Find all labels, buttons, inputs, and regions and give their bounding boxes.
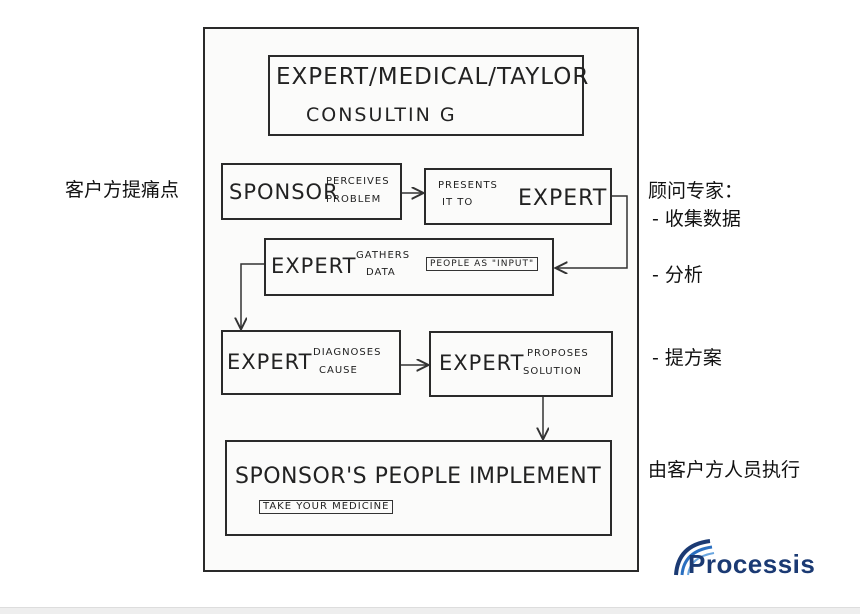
box-proposes-solution: EXPERT PROPOSES SOLUTION [429, 331, 613, 397]
take-your-medicine-note: TAKE YOUR MEDICINE [259, 500, 394, 514]
box-presents-expert: PRESENTS IT TO EXPERT [424, 168, 612, 225]
diagnoses-label: DIAGNOSES [313, 347, 382, 358]
processis-logo: Processis [670, 537, 830, 583]
logo-arc-icon [674, 539, 715, 576]
presents-label: PRESENTS [438, 180, 498, 191]
sponsor-label: SPONSOR [229, 180, 339, 204]
perceives-label: PERCEIVES [326, 176, 390, 187]
people-as-input-note: PEOPLE AS "INPUT" [426, 257, 539, 271]
annotation-analyze: - 分析 [652, 264, 703, 286]
box-gathers-data: EXPERT GATHERS DATA PEOPLE AS "INPUT" [264, 238, 554, 296]
arrow-presents-to-gathers [557, 195, 628, 268]
annotation-client-pain-point: 客户方提痛点 [65, 179, 180, 201]
proposes-label: PROPOSES [527, 348, 589, 359]
logo-text: Processis [688, 549, 816, 579]
expert-label-3: EXPERT [227, 350, 313, 374]
it-to-label: IT TO [442, 197, 474, 208]
box-sponsor-perceives: SPONSOR PERCEIVES PROBLEM [221, 163, 402, 220]
arrow-gathers-to-diagnoses [241, 263, 264, 328]
annotation-client-executes: 由客户方人员执行 [648, 459, 801, 481]
box-people-implement: SPONSOR'S PEOPLE IMPLEMENT TAKE YOUR MED… [225, 440, 612, 536]
title-line-1: EXPERT/MEDICAL/TAYLOR [276, 64, 590, 90]
problem-label: PROBLEM [326, 194, 382, 205]
solution-label: SOLUTION [523, 366, 583, 377]
expert-label-1: EXPERT [518, 186, 608, 211]
gathers-label: GATHERS [356, 250, 411, 261]
expert-label-4: EXPERT [439, 351, 525, 375]
implement-label: SPONSOR'S PEOPLE IMPLEMENT [235, 464, 602, 489]
title-box: EXPERT/MEDICAL/TAYLOR CONSULTIN G [268, 55, 588, 136]
cause-label: CAUSE [319, 365, 358, 376]
bottom-bar [0, 607, 860, 614]
box-diagnoses-cause: EXPERT DIAGNOSES CAUSE [221, 330, 401, 395]
data-label: DATA [366, 267, 396, 278]
annotation-consultant-title: 顾问专家： [648, 180, 744, 202]
title-line-2: CONSULTIN G [306, 104, 457, 126]
annotation-collect-data: - 收集数据 [652, 208, 741, 230]
expert-label-2: EXPERT [271, 254, 357, 278]
annotation-propose: - 提方案 [652, 347, 722, 369]
